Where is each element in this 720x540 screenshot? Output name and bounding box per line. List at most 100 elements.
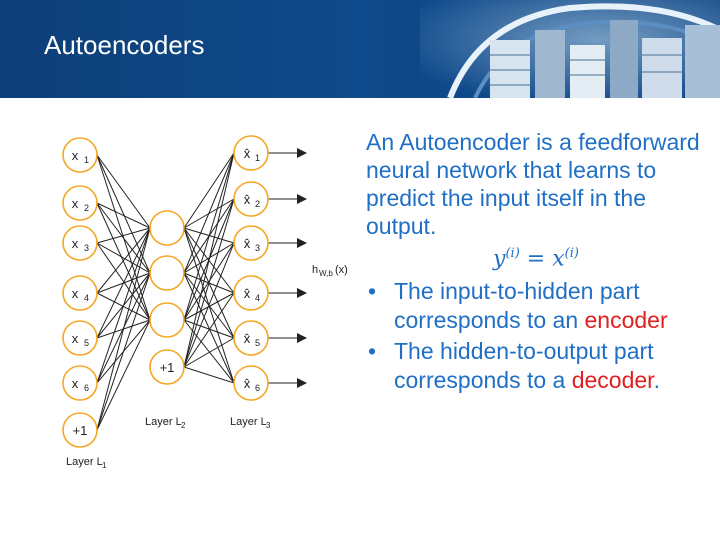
- bullet-encoder: • The input-to-hidden part corresponds t…: [366, 277, 706, 335]
- input-node-sub: 5: [84, 338, 89, 348]
- input-node-sub: 4: [84, 293, 89, 303]
- output-node-sub: 6: [255, 383, 260, 393]
- layer-word: Layer L: [230, 416, 267, 428]
- output-node-sub: 5: [255, 338, 260, 348]
- output-label-tail: (x): [335, 264, 348, 276]
- hidden-node-3: [149, 302, 185, 338]
- text-panel: An Autoencoder is a feedforward neural n…: [366, 128, 706, 397]
- output-function-label: h W,b (x): [312, 264, 348, 278]
- output-node-label: x̂: [244, 236, 251, 251]
- output-label-h: h: [312, 264, 318, 276]
- output-node-sub: 1: [255, 153, 260, 163]
- layer-sub: 3: [266, 421, 271, 430]
- encoder-term: encoder: [584, 307, 668, 334]
- input-node-sub: 1: [84, 155, 89, 165]
- layer-sub: 1: [102, 461, 107, 470]
- layer-label-2: Layer L 2: [145, 416, 186, 430]
- input-hidden-edge: [96, 242, 151, 274]
- hidden-output-edge: [183, 242, 235, 368]
- hidden-output-edge: [183, 198, 235, 368]
- input-bias-node: +1: [62, 412, 98, 448]
- bullet-dot: •: [368, 278, 377, 305]
- hidden-output-edge: [183, 152, 235, 229]
- intro-text: An Autoencoder is a feedforward neural n…: [366, 129, 700, 239]
- input-hidden-edge: [96, 227, 151, 244]
- hidden-output-edge: [183, 152, 235, 368]
- city-skyline-decoration: [420, 0, 720, 98]
- layer-label-3: Layer L 3: [230, 416, 271, 430]
- layer-word: Layer L: [66, 456, 103, 468]
- input-hidden-edge: [96, 227, 151, 384]
- input-bias-label: +1: [73, 423, 88, 438]
- output-node-label: x̂: [244, 331, 251, 346]
- input-node-sub: 2: [84, 203, 89, 213]
- output-node-2: x̂ 2: [233, 181, 269, 217]
- output-arrows: [268, 148, 307, 388]
- network-edges: [96, 152, 235, 431]
- input-node-sub: 3: [84, 243, 89, 253]
- output-node-sub: 2: [255, 199, 260, 209]
- output-node-sub: 4: [255, 293, 260, 303]
- input-hidden-edge: [96, 319, 151, 431]
- input-node-label: x: [72, 376, 79, 391]
- hidden-output-edge: [183, 292, 235, 321]
- hidden-output-edge: [183, 152, 235, 274]
- slide-header: Autoencoders: [0, 0, 720, 98]
- output-node-label: x̂: [244, 192, 251, 207]
- hidden-output-edge: [183, 337, 235, 368]
- bullet-list: • The input-to-hidden part corresponds t…: [366, 277, 706, 395]
- hidden-node-2: [149, 255, 185, 291]
- bullet-text: The input-to-hidden part corresponds to …: [394, 278, 640, 334]
- formula: y(i) = x(i): [366, 246, 706, 271]
- input-node-label: x: [72, 148, 79, 163]
- formula-y: y: [493, 246, 506, 272]
- output-node-6: x̂ 6: [233, 365, 269, 401]
- bullet-dot: •: [368, 338, 377, 365]
- input-node-label: x: [72, 331, 79, 346]
- formula-sup-1: (i): [505, 246, 520, 261]
- formula-x: x: [552, 246, 565, 272]
- output-node-5: x̂ 5: [233, 320, 269, 356]
- hidden-output-edge: [183, 152, 235, 321]
- hidden-bias-label: +1: [160, 360, 175, 375]
- hidden-output-edge: [183, 319, 235, 339]
- layer-word: Layer L: [145, 416, 182, 428]
- output-node-4: x̂4: [233, 275, 269, 311]
- output-layer: x̂ 1 x̂ 2 x̂ 3 x̂4 x̂ 5 x̂ 6: [233, 135, 269, 401]
- input-hidden-edge: [96, 227, 151, 431]
- output-label-sub: W,b: [319, 269, 333, 278]
- formula-sup-2: (i): [564, 246, 579, 261]
- input-node-label: x: [72, 236, 79, 251]
- input-hidden-edge: [96, 227, 151, 294]
- bullet-decoder: • The hidden-to-output part corresponds …: [366, 337, 706, 395]
- bullet-period: .: [653, 367, 660, 394]
- input-node-label: x: [72, 196, 79, 211]
- input-node-label: x: [72, 286, 79, 301]
- layer-sub: 2: [181, 421, 186, 430]
- input-hidden-edge: [96, 227, 151, 339]
- input-hidden-edge: [96, 154, 151, 229]
- output-node-label: x̂: [244, 376, 251, 391]
- layer-label-1: Layer L 1: [66, 456, 107, 470]
- input-hidden-edge: [96, 202, 151, 229]
- output-node-label: x̂: [244, 146, 251, 161]
- output-node-3: x̂ 3: [233, 225, 269, 261]
- hidden-layer: +1: [149, 210, 185, 385]
- slide-title: Autoencoders: [44, 30, 205, 60]
- input-hidden-edge: [96, 272, 151, 431]
- input-hidden-edge: [96, 242, 151, 321]
- output-node-sub: 3: [255, 243, 260, 253]
- hidden-bias-node: +1: [149, 349, 185, 385]
- output-node-1: x̂ 1: [233, 135, 269, 171]
- hidden-output-edge: [183, 292, 235, 368]
- hidden-node-1: [149, 210, 185, 246]
